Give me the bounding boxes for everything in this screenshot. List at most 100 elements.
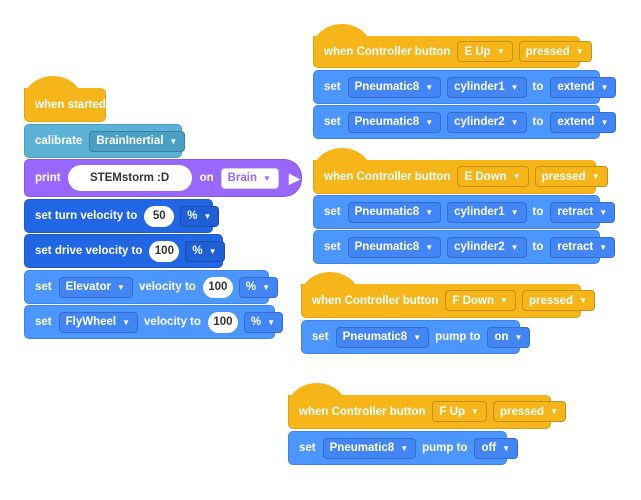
set-cylinder2-extend-block[interactable]: set Pneumatic8▼ cylinder2▼ to extend▼ — [313, 105, 617, 139]
dropdown-caret-icon: ▼ — [425, 207, 434, 217]
button-dropdown[interactable]: F Up▼ — [432, 401, 487, 422]
dropdown-caret-icon: ▼ — [579, 296, 587, 305]
dropdown-caret-icon: ▼ — [208, 246, 217, 256]
calibrate-label: calibrate — [35, 135, 83, 147]
dropdown-caret-icon: ▼ — [413, 332, 422, 342]
to-label: to — [532, 206, 544, 218]
set-drive-velocity-block[interactable]: set drive velocity to 100 %▼ — [24, 234, 225, 268]
button-dropdown[interactable]: E Up▼ — [457, 41, 513, 62]
when-started-block[interactable]: when started — [24, 76, 106, 122]
dropdown-caret-icon: ▼ — [169, 136, 178, 146]
inertial-dropdown[interactable]: BrainInertial▼ — [89, 130, 186, 152]
when-started-label: when started — [35, 98, 106, 111]
cylinder-dropdown[interactable]: cylinder2▼ — [447, 111, 527, 133]
when-button-e-down-block[interactable]: when Controller button E Down▼ pressed▼ — [313, 148, 608, 194]
pneumatic-dropdown[interactable]: Pneumatic8▼ — [322, 437, 417, 459]
set-pump-off-block[interactable]: set Pneumatic8▼ pump to off▼ — [288, 431, 519, 465]
calibrate-block[interactable]: calibrate BrainInertial▼ — [24, 124, 186, 158]
dropdown-caret-icon: ▼ — [262, 282, 270, 292]
dropdown-caret-icon: ▼ — [600, 82, 609, 92]
dropdown-caret-icon: ▼ — [600, 117, 609, 127]
set-label: set — [312, 331, 329, 343]
pneumatic-dropdown[interactable]: Pneumatic8▼ — [335, 326, 430, 348]
dropdown-caret-icon: ▼ — [122, 317, 131, 327]
dropdown-caret-icon: ▼ — [203, 211, 212, 221]
expand-arrow-icon[interactable]: ▶ — [288, 169, 300, 186]
set-pump-on-block[interactable]: set Pneumatic8▼ pump to on▼ — [301, 320, 531, 354]
set-label: set — [35, 281, 52, 293]
set-flywheel-velocity-block[interactable]: set FlyWheel▼ velocity to 100 %▼ — [24, 305, 284, 339]
drive-velocity-label: set drive velocity to — [35, 245, 143, 257]
elevator-velocity-input[interactable]: 100 — [202, 276, 233, 298]
set-label: set — [324, 81, 341, 93]
flywheel-unit-dropdown[interactable]: %▼ — [243, 311, 284, 333]
dropdown-caret-icon: ▼ — [510, 82, 519, 92]
pump-to-label: pump to — [435, 331, 481, 343]
print-on-label: on — [199, 172, 214, 184]
button-dropdown[interactable]: E Down▼ — [457, 166, 529, 187]
action-dropdown[interactable]: extend▼ — [550, 111, 617, 133]
state-dropdown[interactable]: pressed▼ — [534, 166, 608, 187]
dropdown-caret-icon: ▼ — [510, 117, 519, 127]
dropdown-caret-icon: ▼ — [425, 117, 434, 127]
state-dropdown[interactable]: pressed▼ — [492, 401, 566, 422]
print-text-input[interactable]: STEMstorm :D — [67, 165, 192, 191]
action-dropdown[interactable]: retract▼ — [550, 201, 616, 223]
button-dropdown[interactable]: F Down▼ — [445, 290, 516, 311]
dropdown-caret-icon: ▼ — [425, 242, 434, 252]
pump-state-dropdown[interactable]: on▼ — [487, 326, 531, 348]
dropdown-caret-icon: ▼ — [550, 407, 558, 416]
pneumatic-dropdown[interactable]: Pneumatic8▼ — [347, 111, 442, 133]
set-label: set — [299, 442, 316, 454]
dropdown-caret-icon: ▼ — [514, 332, 523, 342]
dropdown-caret-icon: ▼ — [512, 172, 521, 181]
set-cylinder1-extend-block[interactable]: set Pneumatic8▼ cylinder1▼ to extend▼ — [313, 70, 617, 104]
flywheel-velocity-input[interactable]: 100 — [207, 311, 238, 333]
dropdown-caret-icon: ▼ — [500, 296, 508, 305]
turn-velocity-label: set turn velocity to — [35, 210, 138, 222]
when-button-label: when Controller button — [324, 45, 451, 58]
print-block[interactable]: print STEMstorm :D on Brain▼ ▶ — [24, 159, 302, 197]
set-cylinder2-retract-block[interactable]: set Pneumatic8▼ cylinder2▼ to retract▼ — [313, 230, 616, 264]
turn-velocity-input[interactable]: 50 — [144, 205, 175, 227]
set-turn-velocity-block[interactable]: set turn velocity to 50 %▼ — [24, 199, 220, 233]
cylinder-dropdown[interactable]: cylinder1▼ — [447, 201, 527, 223]
set-cylinder1-retract-block[interactable]: set Pneumatic8▼ cylinder1▼ to retract▼ — [313, 195, 616, 229]
when-button-f-down-block[interactable]: when Controller button F Down▼ pressed▼ — [301, 272, 595, 318]
print-target-dropdown[interactable]: Brain▼ — [220, 167, 279, 189]
to-label: to — [532, 241, 544, 253]
set-label: set — [324, 116, 341, 128]
cylinder-dropdown[interactable]: cylinder1▼ — [447, 76, 527, 98]
pump-state-dropdown[interactable]: off▼ — [474, 437, 519, 459]
dropdown-caret-icon: ▼ — [502, 443, 511, 453]
drive-velocity-input[interactable]: 100 — [149, 240, 180, 262]
set-label: set — [324, 206, 341, 218]
dropdown-caret-icon: ▼ — [117, 282, 125, 292]
turn-unit-dropdown[interactable]: %▼ — [180, 205, 220, 227]
when-button-f-up-block[interactable]: when Controller button F Up▼ pressed▼ — [288, 383, 566, 429]
pneumatic-dropdown[interactable]: Pneumatic8▼ — [347, 76, 442, 98]
elevator-unit-dropdown[interactable]: %▼ — [238, 276, 278, 298]
pneumatic-dropdown[interactable]: Pneumatic8▼ — [347, 201, 442, 223]
dropdown-caret-icon: ▼ — [591, 172, 600, 181]
when-button-e-up-block[interactable]: when Controller button E Up▼ pressed▼ — [313, 24, 592, 68]
pump-to-label: pump to — [422, 442, 468, 454]
when-button-label: when Controller button — [324, 170, 451, 183]
action-dropdown[interactable]: extend▼ — [550, 76, 617, 98]
flywheel-motor-dropdown[interactable]: FlyWheel▼ — [58, 311, 139, 333]
set-elevator-velocity-block[interactable]: set Elevator▼ velocity to 100 %▼ — [24, 270, 278, 304]
pneumatic-dropdown[interactable]: Pneumatic8▼ — [347, 236, 442, 258]
when-button-label: when Controller button — [312, 294, 439, 307]
state-dropdown[interactable]: pressed▼ — [518, 41, 592, 62]
dropdown-caret-icon: ▼ — [267, 317, 276, 327]
drive-unit-dropdown[interactable]: %▼ — [185, 240, 225, 262]
cylinder-dropdown[interactable]: cylinder2▼ — [447, 236, 527, 258]
state-dropdown[interactable]: pressed▼ — [521, 290, 595, 311]
dropdown-caret-icon: ▼ — [425, 82, 434, 92]
to-label: to — [532, 116, 544, 128]
velocity-to-label: velocity to — [138, 281, 196, 293]
dropdown-caret-icon: ▼ — [263, 173, 271, 183]
velocity-to-label: velocity to — [144, 316, 201, 328]
action-dropdown[interactable]: retract▼ — [550, 236, 616, 258]
elevator-motor-dropdown[interactable]: Elevator▼ — [58, 276, 133, 298]
